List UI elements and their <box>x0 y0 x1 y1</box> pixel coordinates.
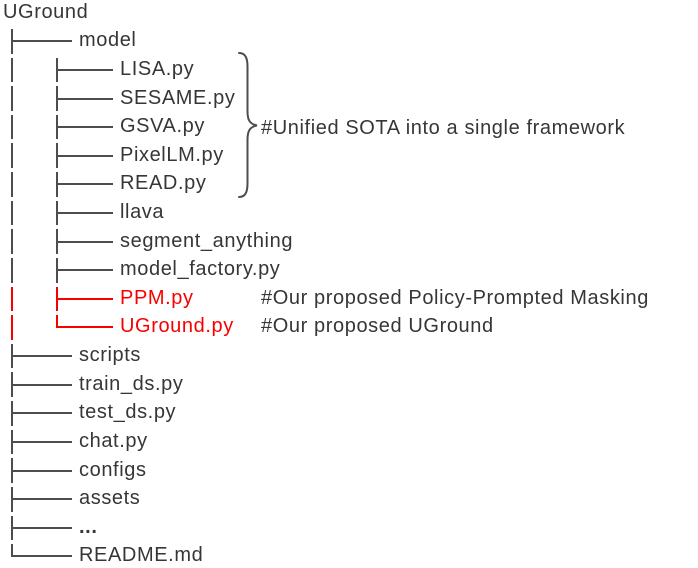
tree-branch-line <box>56 212 113 214</box>
tree-guide-line <box>11 172 13 197</box>
tree-guide-line <box>11 143 13 169</box>
tree-item-label: PPM.py <box>120 286 194 309</box>
tree-row: SESAME.py <box>0 84 698 113</box>
tree-row: model <box>0 27 698 56</box>
tree-row: llava <box>0 199 698 228</box>
tree-item-label: UGround.py <box>120 315 234 338</box>
tree-item-label: test_ds.py <box>79 401 177 424</box>
tree-item-label: llava <box>120 201 165 224</box>
tree-row: test_ds.py <box>0 399 698 428</box>
tree-row: chat.py <box>0 428 698 457</box>
tree-branch-line <box>56 297 113 300</box>
tree-guide-line <box>11 229 13 254</box>
tree-branch-line <box>11 40 72 43</box>
tree-item-label: SESAME.py <box>120 86 236 109</box>
tree-branch-line <box>11 555 72 558</box>
tree-item-label: READ.py <box>120 172 207 195</box>
tree-branch-line <box>11 469 72 472</box>
tree-row: READ.py <box>0 170 698 199</box>
tree-item-label: model <box>79 29 137 52</box>
tree-row: GSVA.py <box>0 113 698 142</box>
tree-row: assets <box>0 485 698 514</box>
brace-annotation: #Unified SOTA into a single framework <box>261 117 626 139</box>
tree-item-label: LISA.py <box>120 57 195 80</box>
tree-guide-line <box>11 257 13 283</box>
tree-item-label: configs <box>79 458 147 481</box>
tree-item-label: GSVA.py <box>120 115 205 138</box>
tree-item-label: assets <box>79 487 141 510</box>
tree-guide-line <box>11 315 13 340</box>
tree-branch-line <box>56 154 113 157</box>
tree-branch-line <box>56 240 113 243</box>
tree-item-label: ... <box>79 515 98 538</box>
tree-row: PixelLM.py <box>0 141 698 170</box>
root-folder-label: UGround <box>3 1 89 23</box>
tree-item-label: README.md <box>79 544 204 567</box>
tree-branch-line <box>11 498 72 501</box>
tree-item-label: chat.py <box>79 429 148 452</box>
tree-branch-line <box>56 126 113 129</box>
tree-branch-line <box>11 526 72 529</box>
tree-item-label: PixelLM.py <box>120 143 224 166</box>
tree-branch-line <box>56 68 113 71</box>
tree-branch-line <box>56 326 113 329</box>
tree-branch-line <box>11 355 72 358</box>
tree-branch-line <box>11 383 72 386</box>
tree-item-label: segment_anything <box>120 229 294 252</box>
tree-row: README.md <box>0 542 698 568</box>
tree-guide-line <box>11 86 13 111</box>
tree-branch-line <box>11 412 72 415</box>
tree-branch-line <box>11 544 13 558</box>
tree-guide-line <box>11 286 13 312</box>
tree-guide-line <box>11 200 13 226</box>
row-annotation: #Our proposed Policy-Prompted Masking <box>261 286 649 309</box>
tree-row: scripts <box>0 342 698 371</box>
tree-row: ... <box>0 514 698 543</box>
tree-branch-line <box>56 315 58 329</box>
grouping-brace <box>238 52 258 198</box>
tree-branch-line <box>11 440 72 443</box>
tree-item-label: train_ds.py <box>79 372 184 395</box>
row-annotation: #Our proposed UGround <box>261 315 494 338</box>
tree-row: UGround.py #Our proposed UGround <box>0 313 698 342</box>
tree-branch-line <box>56 183 113 186</box>
tree-item-label: model_factory.py <box>120 258 281 281</box>
tree-row: train_ds.py <box>0 370 698 399</box>
tree-row: model_factory.py <box>0 256 698 285</box>
tree-branch-line <box>56 97 113 100</box>
tree-guide-line <box>11 114 13 140</box>
tree-row: LISA.py <box>0 56 698 85</box>
tree-row: PPM.py #Our proposed Policy-Prompted Mask… <box>0 285 698 314</box>
tree-row: configs <box>0 456 698 485</box>
tree-guide-line <box>11 57 13 83</box>
tree-branch-line <box>56 269 113 272</box>
tree-row: segment_anything <box>0 227 698 256</box>
tree-item-label: scripts <box>79 344 141 367</box>
